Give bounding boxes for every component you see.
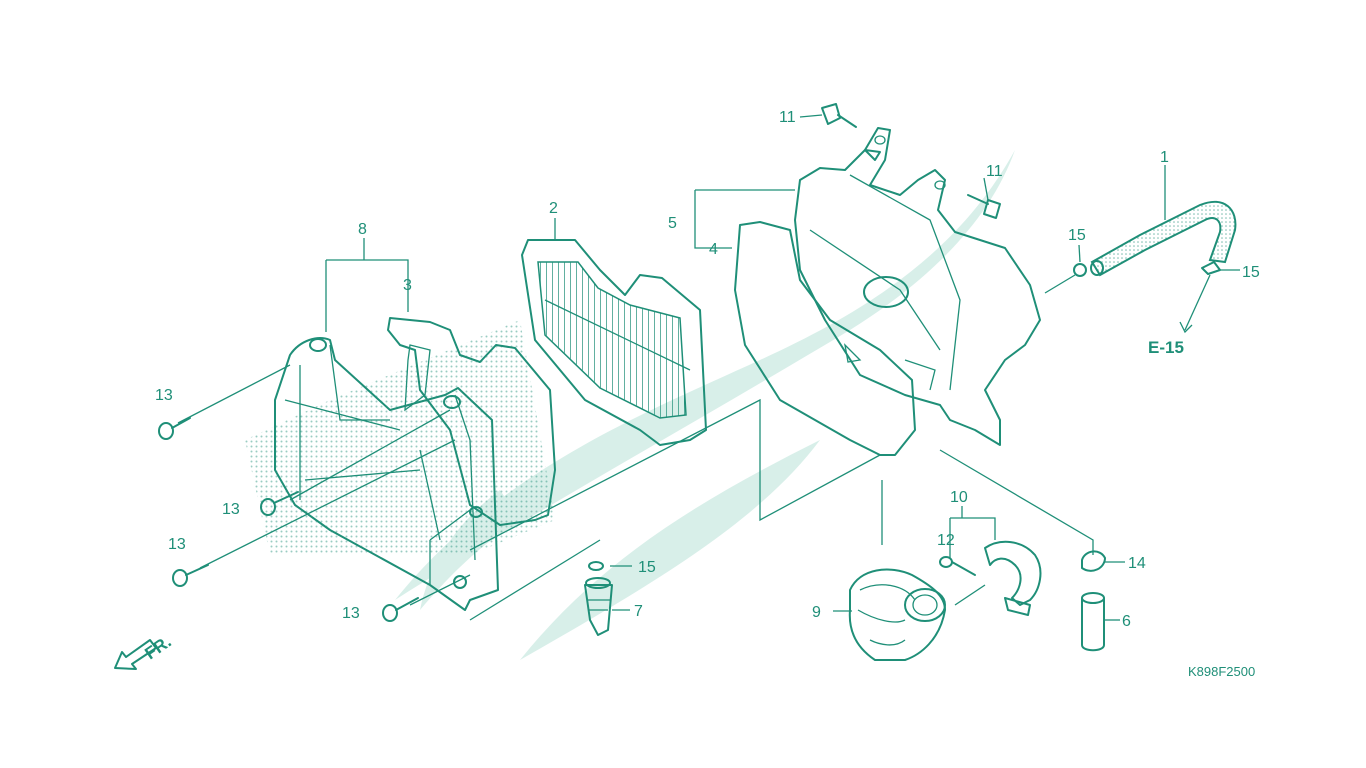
- reference-e15[interactable]: E-15: [1148, 338, 1184, 357]
- screw-12: [939, 556, 976, 576]
- breather-tube-1: [1090, 200, 1237, 277]
- callout-14: 14: [1128, 555, 1146, 572]
- callout-13-c: 13: [168, 536, 186, 553]
- callout-12: 12: [937, 532, 955, 549]
- screw-13-a: [158, 417, 191, 440]
- bolt-11-a: [821, 103, 857, 128]
- callout-10: 10: [950, 489, 968, 506]
- callout-15-c: 15: [638, 559, 656, 576]
- air-filter-element: [521, 239, 707, 446]
- callout-7: 7: [634, 603, 643, 620]
- callout-labels: 1 2 3 4 5 6 7 8 9 10 11 11 12 13 13 13 1…: [155, 109, 1260, 630]
- clip-14: [1081, 550, 1106, 572]
- leader-lines: [177, 114, 1240, 621]
- clip-15-b: [1201, 261, 1221, 275]
- screw-13-d: [382, 597, 419, 622]
- clip-15-c: [588, 561, 604, 571]
- direction-label: FR.: [141, 632, 174, 663]
- callout-4: 4: [709, 241, 718, 258]
- callout-11-b: 11: [986, 163, 1003, 180]
- callout-1: 1: [1160, 149, 1169, 166]
- screw-13-b: [260, 491, 299, 516]
- callout-15-a: 15: [1068, 227, 1086, 244]
- callout-3: 3: [403, 277, 412, 294]
- bolt-11-b: [967, 194, 1001, 219]
- front-direction-arrow-icon: FR.: [114, 632, 175, 670]
- cover-seal: [387, 317, 556, 526]
- air-cleaner-cover: [274, 337, 499, 611]
- clip-15-a: [1073, 263, 1087, 277]
- callout-8: 8: [358, 221, 367, 238]
- drain-plug-6: [1081, 592, 1105, 652]
- screw-13-c: [172, 564, 209, 587]
- callout-13-d: 13: [342, 605, 360, 622]
- case-seal: [734, 221, 916, 456]
- callout-13-a: 13: [155, 387, 173, 404]
- drawing-code: K898F2500: [1188, 664, 1255, 679]
- connecting-tube: [848, 568, 946, 661]
- callout-6: 6: [1122, 613, 1131, 630]
- air-cleaner-case: [794, 127, 1041, 446]
- callout-9: 9: [812, 604, 821, 621]
- callout-15-b: 15: [1242, 264, 1260, 281]
- tube-band: [984, 540, 1042, 616]
- callout-13-b: 13: [222, 501, 240, 518]
- callout-2: 2: [549, 200, 558, 217]
- callout-11-a: 11: [779, 109, 796, 126]
- drain-tube-7: [584, 577, 613, 636]
- callout-5: 5: [668, 215, 677, 232]
